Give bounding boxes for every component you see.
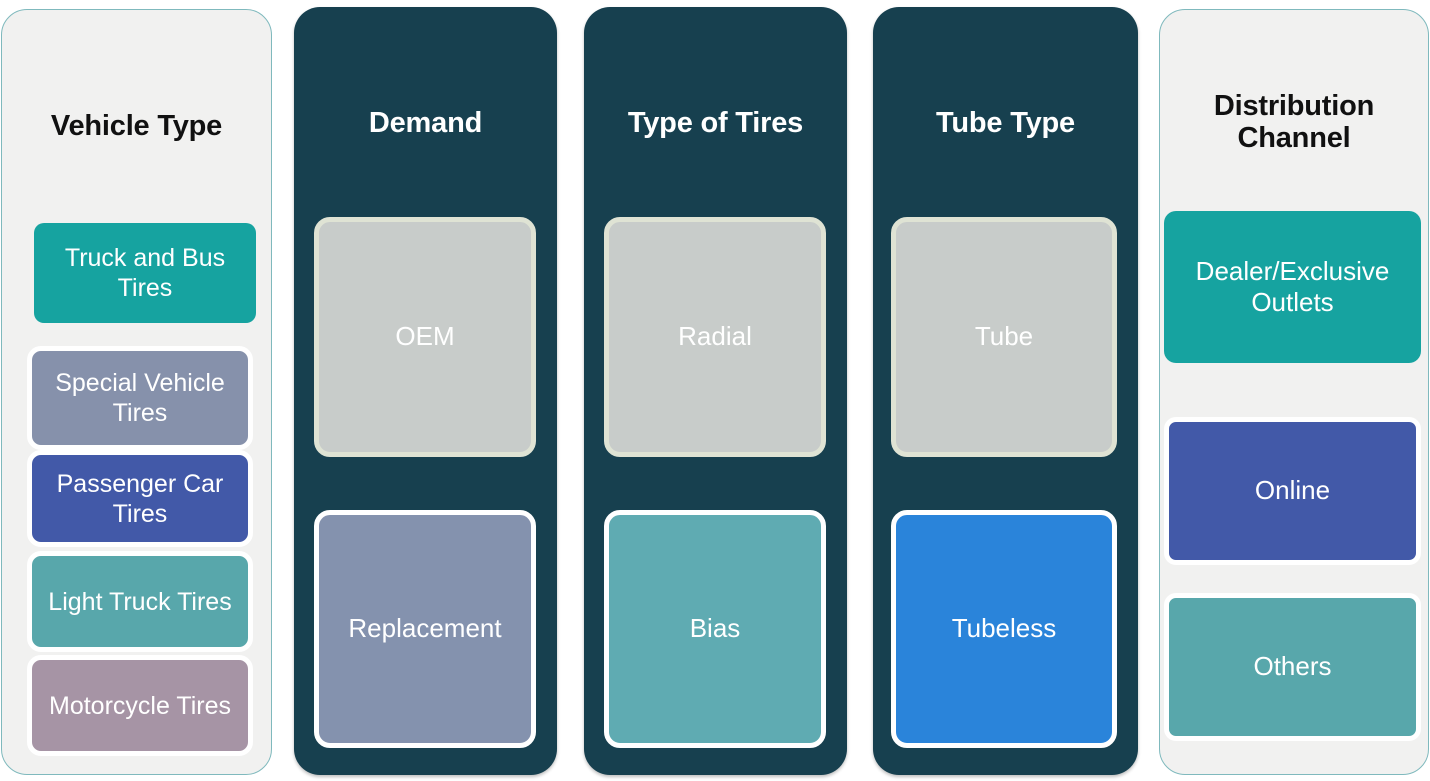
item-label: Passenger Car Tires: [56, 469, 224, 528]
item-box-truck-and-bus-tires[interactable]: Truck and Bus Tires: [34, 223, 256, 323]
column-title-type-of-tires: Type of Tires: [627, 107, 804, 139]
item-box-radial[interactable]: Radial: [604, 217, 826, 457]
column-panel-type-of-tires[interactable]: Type of Tires Radial Bias: [584, 7, 847, 775]
item-box-replacement[interactable]: Replacement: [314, 510, 536, 748]
column-title-distribution-channel: Distribution Channel: [1213, 90, 1375, 155]
item-box-online[interactable]: Online: [1164, 417, 1421, 565]
item-box-bias[interactable]: Bias: [604, 510, 826, 748]
column-title-vehicle-type: Vehicle Type: [50, 110, 223, 142]
item-label: Bias: [689, 613, 741, 644]
column-title-tube-type: Tube Type: [936, 107, 1075, 139]
column-panel-demand[interactable]: Demand OEM Replacement: [294, 7, 557, 775]
item-box-others[interactable]: Others: [1164, 593, 1421, 741]
item-label: Tubeless: [951, 613, 1057, 644]
item-label: Motorcycle Tires: [49, 691, 231, 720]
item-box-light-truck-tires[interactable]: Light Truck Tires: [27, 551, 253, 652]
item-box-oem[interactable]: OEM: [314, 217, 536, 457]
item-box-tubeless[interactable]: Tubeless: [891, 510, 1117, 748]
item-label: Tube: [974, 321, 1034, 352]
item-box-tube[interactable]: Tube: [891, 217, 1117, 457]
item-box-dealer-exclusive-outlets[interactable]: Dealer/Exclusive Outlets: [1164, 211, 1421, 363]
item-box-special-vehicle-tires[interactable]: Special Vehicle Tires: [27, 346, 253, 450]
item-label: Replacement: [348, 613, 502, 644]
item-box-passenger-car-tires[interactable]: Passenger Car Tires: [27, 450, 253, 547]
column-panel-vehicle-type[interactable]: Vehicle Type Truck and Bus Tires Special…: [1, 9, 272, 775]
column-title-demand: Demand: [368, 107, 483, 139]
item-label: Others: [1253, 651, 1332, 682]
item-label: Truck and Bus Tires: [64, 244, 226, 302]
item-label: OEM: [395, 321, 455, 352]
item-label: Special Vehicle Tires: [55, 369, 225, 427]
item-label: Light Truck Tires: [48, 587, 232, 616]
column-panel-distribution-channel[interactable]: Distribution Channel Dealer/Exclusive Ou…: [1159, 9, 1429, 775]
item-label: Dealer/Exclusive Outlets: [1195, 255, 1390, 317]
item-label: Radial: [678, 321, 752, 352]
item-label: Online: [1254, 475, 1331, 506]
column-panel-tube-type[interactable]: Tube Type Tube Tubeless: [873, 7, 1138, 775]
item-box-motorcycle-tires[interactable]: Motorcycle Tires: [27, 655, 253, 756]
